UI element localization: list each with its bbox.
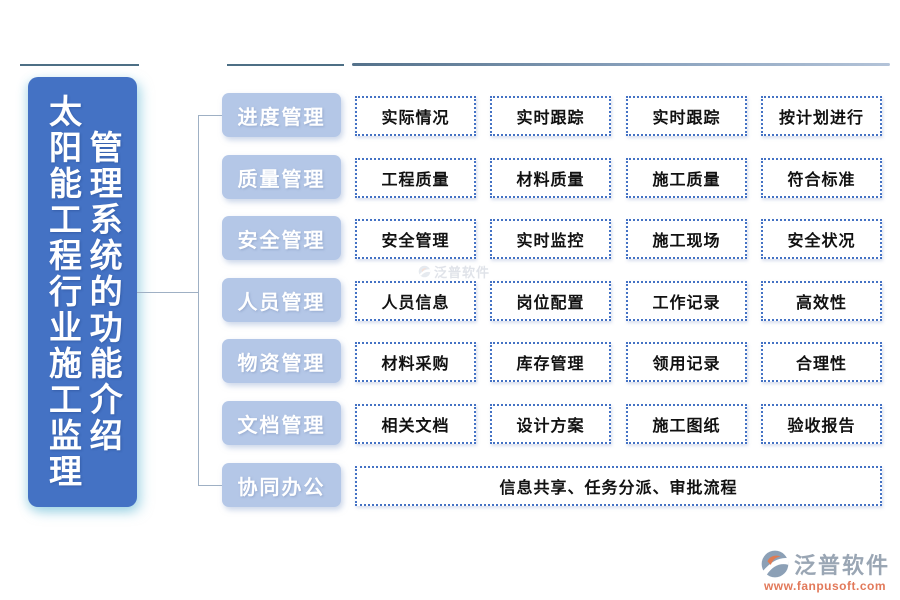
fanpu-logo-url: www.fanpusoft.com [763, 579, 887, 593]
feature-box-construction-site: 施工现场 [626, 219, 747, 259]
top-divider-line-middle [227, 64, 344, 66]
connector-main-horizontal [137, 292, 198, 293]
feature-box-collaboration-summary: 信息共享、任务分派、审批流程 [355, 466, 882, 506]
feature-box-material-procurement: 材料采购 [355, 342, 476, 382]
top-divider-line-right [352, 63, 890, 66]
center-watermark: 泛普软件 [418, 262, 490, 281]
watermark-logo-icon [418, 265, 431, 278]
feature-box-realtime-tracking-2: 实时跟踪 [626, 96, 747, 136]
feature-box-safety-management: 安全管理 [355, 219, 476, 259]
feature-box-work-records: 工作记录 [626, 281, 747, 321]
feature-box-construction-drawings: 施工图纸 [626, 404, 747, 444]
feature-box-efficiency: 高效性 [761, 281, 882, 321]
feature-box-meets-standards: 符合标准 [761, 158, 882, 198]
feature-box-personnel-info: 人员信息 [355, 281, 476, 321]
top-divider-line-left [20, 64, 139, 66]
feature-box-material-quality: 材料质量 [490, 158, 611, 198]
feature-box-requisition-records: 领用记录 [626, 342, 747, 382]
connector-bottom-stub [198, 485, 222, 486]
main-title-panel: 太阳能工程行业施工监理 管理系统的功能介绍 [28, 77, 137, 507]
category-label-materials: 物资管理 [222, 339, 341, 383]
fanpu-logo-icon [761, 550, 789, 578]
feature-box-construction-quality: 施工质量 [626, 158, 747, 198]
title-column-primary: 太阳能工程行业施工监理 [44, 94, 82, 490]
fanpu-logo-text: 泛普软件 [793, 553, 890, 578]
category-label-documents: 文档管理 [222, 401, 341, 445]
connector-top-stub [198, 115, 222, 116]
title-column-secondary: 管理系统的功能介绍 [85, 130, 123, 454]
feature-box-inventory-management: 库存管理 [490, 342, 611, 382]
category-label-schedule: 进度管理 [222, 93, 341, 137]
category-label-quality: 质量管理 [222, 155, 341, 199]
category-label-personnel: 人员管理 [222, 278, 341, 322]
feature-box-project-quality: 工程质量 [355, 158, 476, 198]
connector-vertical-spine [198, 115, 199, 485]
feature-box-realtime-monitoring: 实时监控 [490, 219, 611, 259]
feature-box-actual-situation: 实际情况 [355, 96, 476, 136]
feature-box-design-plan: 设计方案 [490, 404, 611, 444]
feature-box-safety-status: 安全状况 [761, 219, 882, 259]
category-label-safety: 安全管理 [222, 216, 341, 260]
feature-box-post-configuration: 岗位配置 [490, 281, 611, 321]
category-label-collaboration: 协同办公 [222, 463, 341, 507]
watermark-text: 泛普软件 [434, 265, 491, 280]
fanpu-logo: 泛普软件 www.fanpusoft.com [760, 548, 890, 593]
feature-box-per-plan: 按计划进行 [761, 96, 882, 136]
feature-box-related-documents: 相关文档 [355, 404, 476, 444]
feature-box-rationality: 合理性 [761, 342, 882, 382]
feature-box-acceptance-report: 验收报告 [761, 404, 882, 444]
feature-box-realtime-tracking-1: 实时跟踪 [490, 96, 611, 136]
